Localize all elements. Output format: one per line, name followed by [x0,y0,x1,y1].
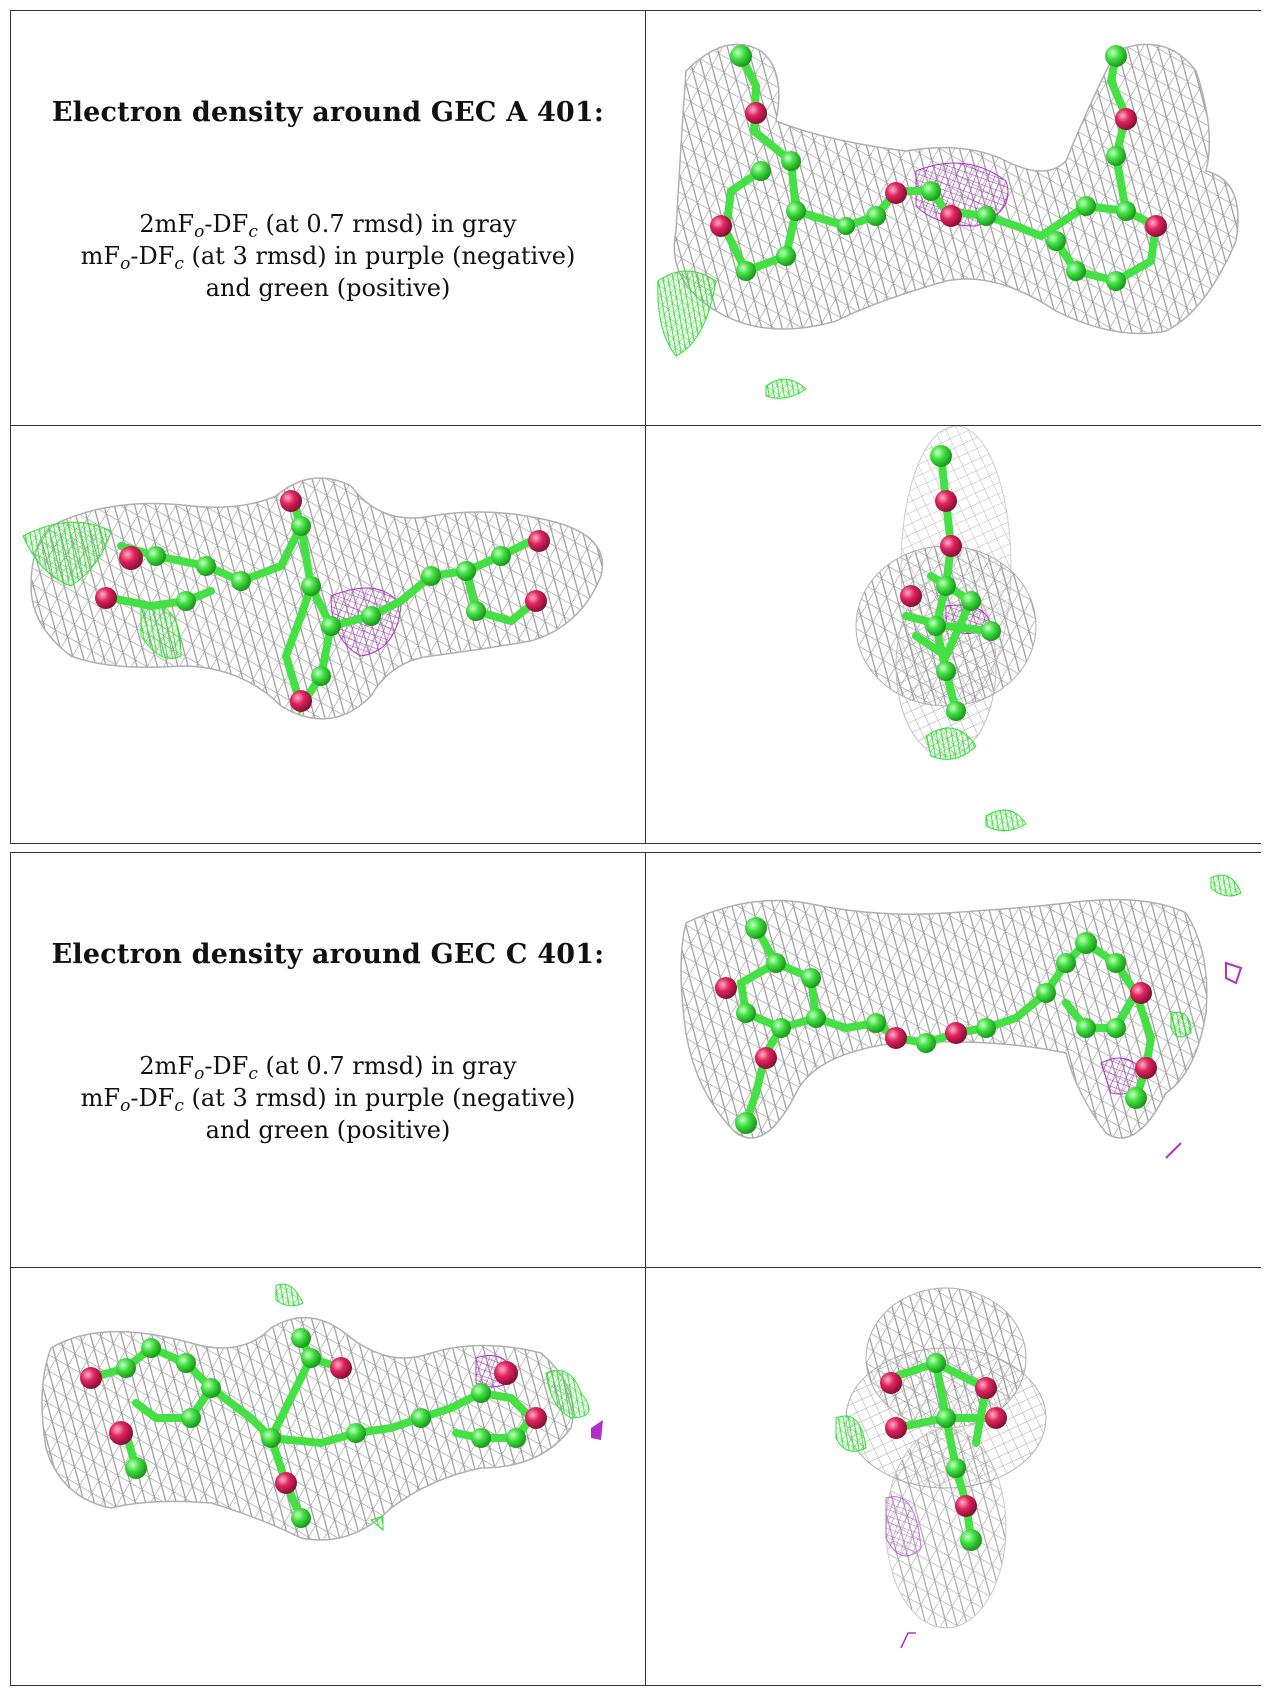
panel-caption: 2mFo-DFc (at 0.7 rmsd) in gray mFo-DFc (… [81,208,576,304]
caption-line-green: and green (positive) [205,274,451,302]
figure-panel-gec-c: Electron density around GEC C 401: 2mFo-… [10,852,1261,1686]
figure-panel-gec-a: Electron density around GEC A 401: 2mFo-… [10,10,1261,844]
density-view-top-a [646,11,1261,425]
molecule-atoms [715,917,1157,1134]
density-view-top-c [646,853,1261,1267]
label-cell-c: Electron density around GEC C 401: 2mFo-… [11,853,645,1267]
caption-line-2mfo: 2mFo-DFc (at 0.7 rmsd) in gray [139,1052,517,1084]
green-positive-density [1170,1011,1192,1038]
purple-negative-density [591,1420,603,1440]
molecule-atoms [900,445,1001,721]
density-view-side-c [11,1268,645,1685]
green-positive-density [765,378,807,399]
purple-negative-density [885,1496,922,1557]
label-cell-a: Electron density around GEC A 401: 2mFo-… [11,11,645,425]
green-positive-density [275,1283,304,1307]
caption-line-mfo: mFo-DFc (at 3 rmsd) in purple (negative) [80,1084,576,1116]
density-view-end-a [646,426,1261,843]
green-positive-density [925,727,977,760]
purple-negative-density [900,1632,916,1649]
density-view-end-c [646,1268,1261,1685]
divider [11,425,1261,426]
divider [11,1267,1261,1268]
green-positive-density [1210,874,1242,897]
green-positive-density [22,521,112,587]
purple-negative-density [1225,961,1243,985]
green-positive-density [657,270,717,357]
molecule-bonds [736,924,1156,1127]
panel-caption: 2mFo-DFc (at 0.7 rmsd) in gray mFo-DFc (… [81,1050,576,1146]
caption-line-green: and green (positive) [205,1116,451,1144]
divider [645,11,646,843]
molecule-atoms [80,1328,547,1528]
green-positive-density [545,1370,590,1419]
purple-negative-density [1165,1142,1182,1159]
molecule-atoms [880,1353,1007,1551]
panel-heading: Electron density around GEC C 401: [51,939,605,970]
green-positive-density [835,1415,867,1452]
divider [645,853,646,1685]
molecule-atoms [95,490,550,712]
panel-heading: Electron density around GEC A 401: [51,97,605,128]
green-positive-density [369,1515,384,1532]
density-view-side-a [11,426,645,843]
caption-line-2mfo: 2mFo-DFc (at 0.7 rmsd) in gray [139,210,517,242]
caption-line-mfo: mFo-DFc (at 3 rmsd) in purple (negative) [80,242,576,274]
green-positive-density [985,809,1027,831]
gray-density-mesh [41,1316,574,1541]
molecule-atoms [710,45,1167,291]
